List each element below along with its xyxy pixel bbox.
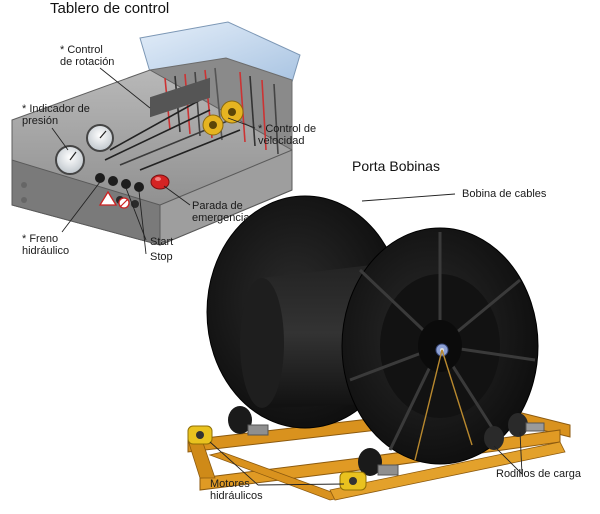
emergency-stop-button (150, 174, 170, 190)
label-pressure-indicator: * Indicador de presión (22, 103, 90, 127)
label-start: Start (150, 236, 174, 248)
reel-stand-title: Porta Bobinas (352, 158, 440, 174)
load-roller-back-left (228, 406, 269, 436)
load-roller-front-left (358, 448, 399, 476)
pressure-gauge-right (86, 124, 114, 152)
tension-cables (414, 349, 473, 461)
label-hydraulic-brake: * Freno hidráulico (22, 233, 70, 257)
control-knobs (95, 173, 144, 208)
control-panel (11, 21, 301, 246)
label-emergency-stop: Parada de emergencia (192, 200, 250, 224)
warning-stickers (98, 190, 130, 209)
label-hydraulic-motors: Motores hidráulicos (210, 478, 263, 502)
hydraulic-motor-left (187, 425, 213, 445)
label-speed-control: * Control de velocidad (258, 123, 317, 147)
speed-gear-2 (202, 114, 224, 136)
hydraulic-motor-right (339, 471, 367, 491)
label-load-rollers: Rodillos de carga (496, 468, 581, 480)
load-roller-front-right (484, 426, 504, 450)
panel-side-face (159, 149, 293, 246)
reel-stand (187, 195, 571, 501)
panel-title: Tablero de control (50, 0, 170, 17)
reel-leader-lines (209, 193, 523, 486)
frame-rail-bottom (329, 441, 566, 501)
label-stop: Stop (150, 251, 173, 263)
panel-valve-block (150, 77, 210, 118)
speed-gear-1 (220, 100, 244, 124)
pressure-gauge-left (55, 145, 85, 175)
label-rotation-control: * Control de rotación (60, 44, 115, 68)
panel-leader-lines (51, 67, 256, 255)
load-roller-back-right (508, 413, 545, 437)
label-cable-reel: Bobina de cables (462, 188, 547, 200)
